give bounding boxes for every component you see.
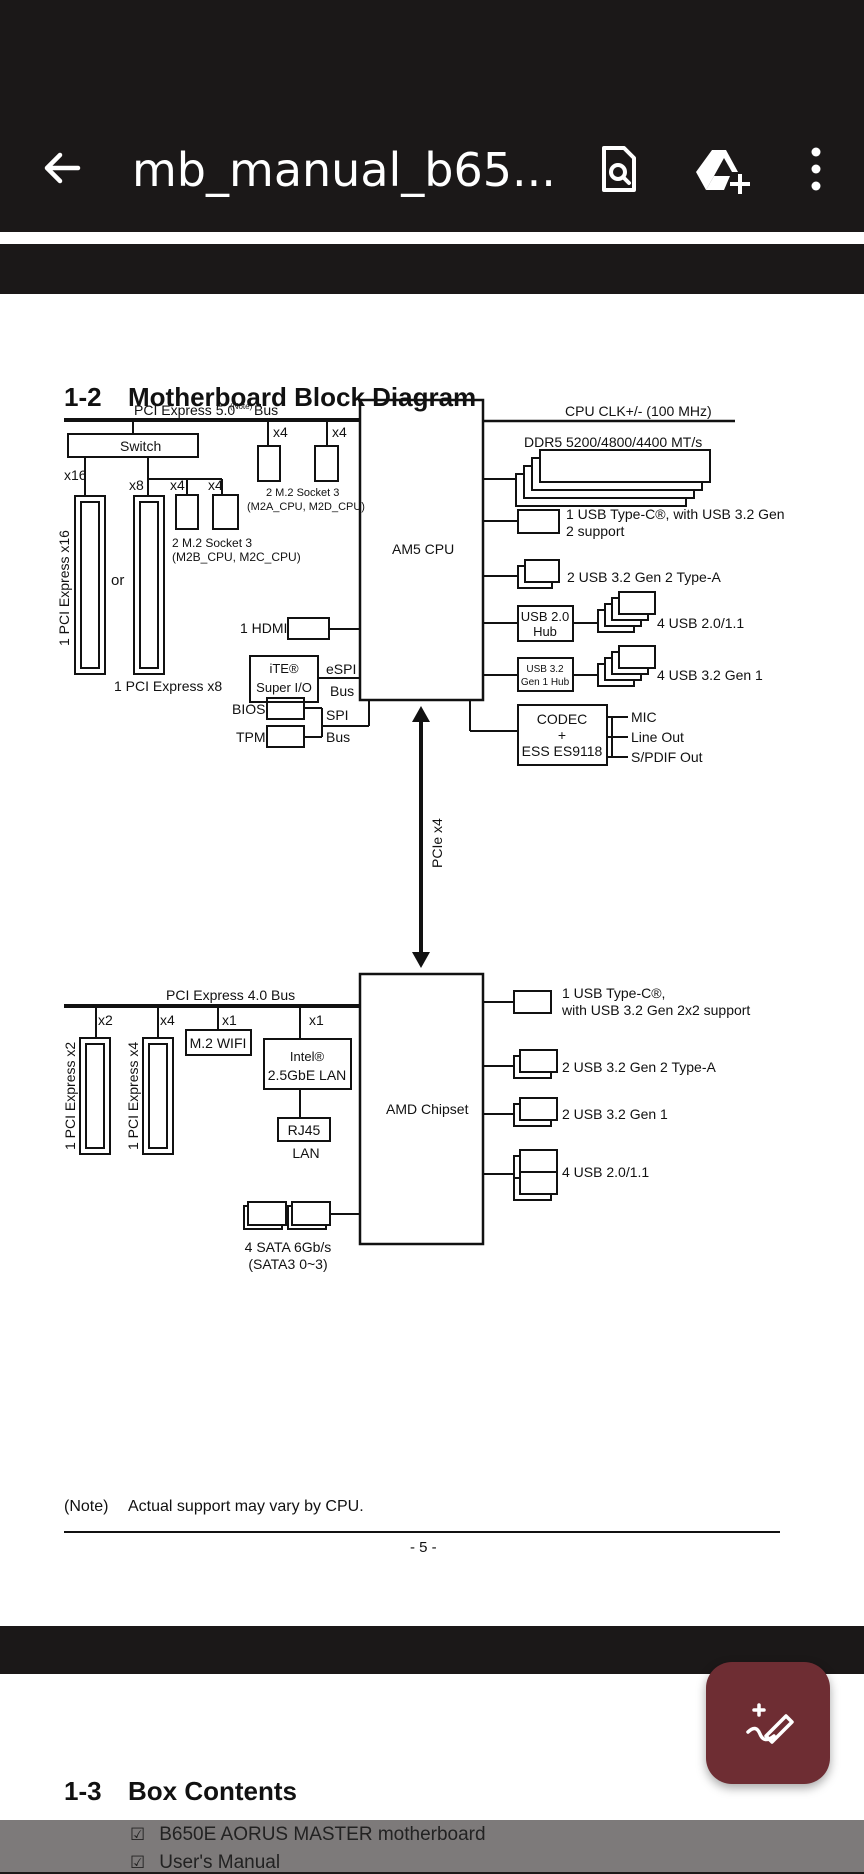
x16-label: x16 bbox=[64, 467, 87, 483]
section-title: Box Contents bbox=[128, 1776, 297, 1806]
chipset-label: AMD Chipset bbox=[386, 1101, 469, 1117]
m2-cpu-a-label: 2 M.2 Socket 3 bbox=[266, 487, 339, 499]
espi-label: eSPI bbox=[326, 661, 356, 677]
pcie5-note: (Note) bbox=[230, 402, 253, 411]
edit-sparkle-icon bbox=[746, 1703, 794, 1744]
chip-usbc-label: 1 USB Type-C®, bbox=[562, 985, 665, 1001]
cpu-usbc-label: 1 USB Type-C®, with USB 3.2 Gen bbox=[566, 506, 785, 522]
x2-label: x2 bbox=[98, 1012, 113, 1028]
x4-label: x4 bbox=[332, 424, 347, 440]
document-title: mb_manual_b65... bbox=[132, 143, 556, 197]
switch-label: Switch bbox=[120, 438, 161, 454]
pcie-x8-slot-label: 1 PCI Express x8 bbox=[114, 678, 222, 694]
page-number: - 5 - bbox=[410, 1539, 437, 1556]
cpu-clk-label: CPU CLK+/- (100 MHz) bbox=[565, 403, 712, 419]
pcie5-bus-label: PCI Express 5.0 bbox=[134, 402, 235, 418]
section-number: 1-2 bbox=[64, 382, 102, 412]
more-vert-icon[interactable] bbox=[796, 142, 836, 196]
m2-cpu-b-sublabel: (M2B_CPU, M2C_CPU) bbox=[172, 550, 301, 564]
pcie4-bus-label: PCI Express 4.0 Bus bbox=[166, 987, 295, 1003]
x4-label: x4 bbox=[273, 424, 288, 440]
m2-cpu-b-label: 2 M.2 Socket 3 bbox=[172, 536, 252, 550]
note-text: Actual support may vary by CPU. bbox=[128, 1498, 364, 1515]
ite-sublabel: Super I/O bbox=[256, 680, 312, 695]
m2-cpu-a-sublabel: (M2A_CPU, M2D_CPU) bbox=[247, 501, 365, 513]
chip-usb20-label: 4 USB 2.0/1.1 bbox=[562, 1164, 649, 1180]
line-out-label: Line Out bbox=[631, 729, 684, 745]
pdf-page[interactable]: 1-2 Motherboard Block Diagram bbox=[0, 294, 864, 1626]
app-bar: mb_manual_b65... bbox=[0, 0, 864, 232]
chip-usb-gen1-label: 2 USB 3.2 Gen 1 bbox=[562, 1106, 668, 1122]
page-gap bbox=[0, 232, 864, 244]
x4-label: x4 bbox=[170, 477, 185, 493]
x4-label: x4 bbox=[160, 1012, 175, 1028]
bottom-overlay bbox=[0, 1820, 864, 1872]
spi-label: SPI bbox=[326, 707, 349, 723]
tpm-label: TPM bbox=[236, 729, 266, 745]
x8-label: x8 bbox=[129, 477, 144, 493]
spi-sublabel: Bus bbox=[326, 729, 350, 745]
sata-sublabel: (SATA3 0~3) bbox=[248, 1256, 327, 1272]
usb20-ports-label: 4 USB 2.0/1.1 bbox=[657, 615, 744, 631]
block-diagram: PCI Express 5.0 (Note) Bus CPU CLK+/- (1… bbox=[56, 398, 785, 1272]
usb20-hub-sublabel: Hub bbox=[533, 624, 557, 639]
bios-label: BIOS bbox=[232, 701, 265, 717]
codec-label: CODEC bbox=[537, 711, 588, 727]
checkbox-icon: ☑ bbox=[130, 1853, 146, 1873]
cpu-usb-gen2a-label: 2 USB 3.2 Gen 2 Type-A bbox=[567, 569, 721, 585]
intel-lan-label: Intel® bbox=[290, 1049, 325, 1064]
pcie-link-label: PCIe x4 bbox=[429, 818, 445, 868]
page-break bbox=[0, 244, 864, 294]
section-title: Motherboard Block Diagram bbox=[128, 382, 477, 412]
cpu-usbc-sublabel: 2 support bbox=[566, 523, 624, 539]
drive-add-icon[interactable] bbox=[692, 142, 756, 196]
ddr5-label: DDR5 5200/4800/4400 MT/s bbox=[524, 434, 702, 450]
intel-lan-sublabel: 2.5GbE LAN bbox=[268, 1067, 347, 1083]
x1-label: x1 bbox=[222, 1012, 237, 1028]
pcie-x16-slot-label: 1 PCI Express x16 bbox=[56, 530, 72, 646]
pcie-x4-slot-label: 1 PCI Express x4 bbox=[125, 1042, 141, 1150]
lan-label: LAN bbox=[292, 1145, 319, 1161]
espi-sublabel: Bus bbox=[330, 683, 354, 699]
list-item: ☑B650E AORUS MASTER motherboard bbox=[130, 1824, 486, 1845]
edit-button[interactable] bbox=[706, 1662, 830, 1784]
footer-rule bbox=[64, 1531, 780, 1533]
chip-usbc-sublabel: with USB 3.2 Gen 2x2 support bbox=[561, 1002, 750, 1018]
usb32-hub-sublabel: Gen 1 Hub bbox=[521, 677, 570, 688]
note-label: (Note) bbox=[64, 1498, 109, 1515]
chip-usb-gen2a-label: 2 USB 3.2 Gen 2 Type-A bbox=[562, 1059, 716, 1075]
mic-label: MIC bbox=[631, 709, 657, 725]
codec-ess-label: ESS ES9118 bbox=[522, 743, 603, 759]
m2-wifi-label: M.2 WIFI bbox=[190, 1035, 247, 1051]
checkbox-icon: ☑ bbox=[130, 1825, 146, 1845]
spdif-out-label: S/PDIF Out bbox=[631, 749, 703, 765]
document-search-icon[interactable] bbox=[592, 142, 646, 196]
or-label: or bbox=[111, 572, 124, 589]
codec-plus: + bbox=[558, 727, 566, 743]
usb32-hub-label: USB 3.2 bbox=[526, 664, 564, 675]
hdmi-label: 1 HDMI bbox=[240, 620, 287, 636]
x1-label: x1 bbox=[309, 1012, 324, 1028]
rj45-label: RJ45 bbox=[288, 1122, 321, 1138]
arrow-left-icon[interactable] bbox=[36, 140, 92, 196]
sata-label: 4 SATA 6Gb/s bbox=[245, 1239, 332, 1255]
ite-label: iTE® bbox=[269, 661, 299, 676]
pcie5-bus-suffix: Bus bbox=[254, 402, 278, 418]
section-number: 1-3 bbox=[64, 1776, 102, 1806]
usb32-gen1-ports-label: 4 USB 3.2 Gen 1 bbox=[657, 667, 763, 683]
cpu-label: AM5 CPU bbox=[392, 541, 454, 557]
list-item: ☑User's Manual bbox=[130, 1852, 281, 1873]
usb20-hub-label: USB 2.0 bbox=[521, 609, 569, 624]
x4-label: x4 bbox=[208, 477, 223, 493]
pcie-x2-slot-label: 1 PCI Express x2 bbox=[62, 1042, 78, 1150]
